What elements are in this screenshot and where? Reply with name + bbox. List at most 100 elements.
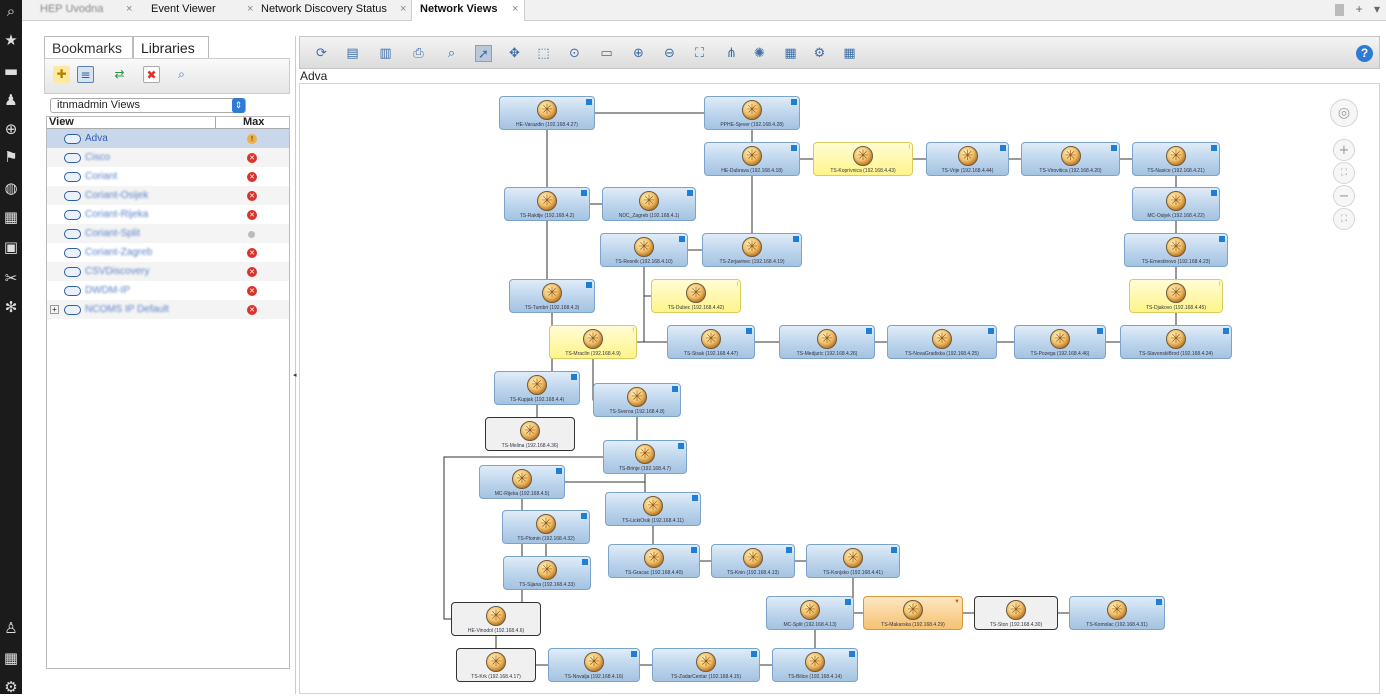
network-device-node[interactable]: TS-Sisak (192.168.4.47) [667, 325, 755, 359]
delete-icon[interactable]: ✖ [143, 66, 160, 83]
network-device-node[interactable]: TS-Nasice (192.168.4.21) [1132, 142, 1220, 176]
copy-view-icon[interactable]: ⇄ [114, 67, 125, 81]
network-device-node[interactable]: PPHE-Sjever (192.168.4.28) [704, 96, 800, 130]
view-list-item[interactable]: Coriant-Zagreb✕ [47, 243, 289, 262]
view-list-item[interactable]: +NCOMS IP Default✕ [47, 300, 289, 319]
pointer-icon[interactable]: ➚ [475, 45, 492, 62]
network-device-node[interactable]: TS-Novalja (192.168.4.16) [548, 648, 640, 682]
col-view[interactable]: View [49, 116, 74, 128]
network-device-node[interactable]: !TS-Djakovo (192.168.4.45) [1129, 279, 1223, 313]
link-line[interactable] [496, 482, 523, 620]
network-device-node[interactable]: TS-Kupjak (192.168.4.4) [494, 371, 580, 405]
add-tab-button[interactable]: + [1355, 2, 1363, 16]
tab-network-discovery-status[interactable]: Network Discovery Status× [253, 0, 411, 21]
print-icon[interactable]: ⎙ [413, 46, 424, 61]
close-icon[interactable]: × [512, 3, 519, 15]
view-selector[interactable]: itnmadmin Views⇕ [50, 98, 246, 113]
col-max[interactable]: Max [243, 116, 265, 128]
network-device-node[interactable]: TS-Komolac (192.168.4.31) [1069, 596, 1165, 630]
view-list-item[interactable]: DWDM-IP✕ [47, 281, 289, 300]
col-divider[interactable] [215, 117, 216, 129]
globe-icon[interactable]: ◍ [4, 179, 18, 197]
network-device-node[interactable]: TS-Krk (192.168.4.17) [456, 648, 536, 682]
move-icon[interactable]: ✥ [509, 46, 520, 61]
network-device-node[interactable]: TS-Sijana (192.168.4.33) [503, 556, 591, 590]
view-list-item[interactable]: Coriant✕ [47, 167, 289, 186]
tab-libraries[interactable]: Libraries [133, 36, 209, 58]
topology-canvas[interactable]: HE-Varazdin (192.168.4.27) PPHE-Sjever (1… [299, 83, 1380, 694]
panel-splitter[interactable]: ◂ [293, 36, 299, 694]
refresh-icon[interactable]: ⟳ [316, 46, 327, 61]
network-device-node[interactable]: TS-Tumbri (192.168.4.3) [509, 279, 595, 313]
tab-hep-uvodna[interactable]: HEP Uvodna× [32, 0, 132, 21]
window-icon[interactable]: ▭ [600, 46, 613, 61]
save-icon[interactable]: ▤ [346, 46, 359, 61]
network-device-node[interactable]: ▼TS-Makarska (192.168.4.29) [863, 596, 963, 630]
network-device-node[interactable]: !TS-Koprivnica (192.168.4.43) [813, 142, 913, 176]
fit-to-view-button[interactable]: ⛶ [1333, 162, 1355, 184]
network-device-node[interactable]: TS-Pozega (192.168.4.46) [1014, 325, 1106, 359]
network-device-node[interactable]: HE-Vinodol (192.168.4.6) [451, 602, 541, 636]
grid-icon[interactable]: ▦ [3, 649, 19, 667]
properties-icon[interactable]: ≡ [77, 66, 94, 83]
save-as-icon[interactable]: ▥ [379, 46, 392, 61]
tab-menu-button[interactable]: ▾ [1373, 2, 1380, 16]
full-screen-button[interactable]: ⛶ [1333, 208, 1355, 230]
tab-event-viewer[interactable]: Event Viewer× [143, 0, 253, 21]
calculator-icon[interactable]: ▦ [3, 208, 19, 226]
fit-icon[interactable]: ⛶ [694, 46, 705, 61]
view-list-item[interactable]: Coriant-Osijek✕ [47, 186, 289, 205]
view-list-item[interactable]: Adva! [47, 129, 289, 148]
new-view-icon[interactable]: ✚ [53, 66, 70, 83]
zoom-box-icon[interactable]: ⬚ [537, 46, 550, 61]
settings-icon[interactable]: ⚙ [813, 46, 826, 61]
expand-icon[interactable]: + [50, 305, 59, 314]
zoom-out-button[interactable]: − [1333, 185, 1355, 207]
network-device-node[interactable]: TS-Knin (192.168.4.13) [711, 544, 795, 578]
tab-bookmarks[interactable]: Bookmarks [44, 36, 133, 58]
network-device-node[interactable]: TS-Zerjavinec (192.168.4.19) [702, 233, 802, 267]
network-device-node[interactable]: MC-Rijeka (192.168.4.5) [479, 465, 565, 499]
hierarchy-icon[interactable]: ⋔ [726, 46, 737, 61]
user-chart-icon[interactable]: ♟ [4, 91, 18, 109]
view-list-item[interactable]: Coriant-Rijeka✕ [47, 205, 289, 224]
folder-icon[interactable]: ▬ [3, 62, 19, 80]
network-device-node[interactable]: !TS-Dubec (192.168.4.42) [651, 279, 741, 313]
search-icon[interactable]: ⌕ [6, 2, 16, 20]
network-device-node[interactable]: TS-ZadarCentar (192.168.4.15) [652, 648, 760, 682]
tab-network-views[interactable]: Network Views× [411, 0, 525, 21]
close-icon[interactable]: × [400, 3, 407, 15]
network-device-node[interactable]: TS-Ernestinovo (192.168.4.23) [1124, 233, 1228, 267]
gear-icon[interactable]: ⚙ [4, 678, 18, 696]
network-device-node[interactable]: TS-Vrije (192.168.4.44) [926, 142, 1009, 176]
layout-icon[interactable]: ✺ [754, 46, 765, 61]
zoom-in-button[interactable]: + [1333, 139, 1355, 161]
network-device-node[interactable]: TS-Brinje (192.168.4.7) [603, 440, 687, 474]
zoom-out-icon[interactable]: ⊖ [664, 46, 675, 61]
flag-icon[interactable]: ⚑ [4, 148, 18, 166]
network-device-node[interactable]: TS-Melina (192.168.4.36) [485, 417, 575, 451]
network-device-node[interactable]: TS-LickiOsik (192.168.4.11) [605, 492, 701, 526]
network-device-node[interactable]: NDC_Zagreb (192.168.4.1) [602, 187, 696, 221]
network-device-node[interactable]: TS-NovaGradiska (192.168.4.25) [887, 325, 997, 359]
network-device-node[interactable]: TS-Ston (192.168.4.30) [974, 596, 1058, 630]
magnify-icon[interactable]: ⊙ [569, 46, 580, 61]
network-device-node[interactable]: HE-Dubrava (192.168.4.18) [704, 142, 800, 176]
network-device-node[interactable]: TS-Gracac (192.168.4.40) [608, 544, 700, 578]
network-device-node[interactable]: TS-SlavonskiBrod (192.168.4.24) [1120, 325, 1232, 359]
network-device-node[interactable]: HE-Varazdin (192.168.4.27) [499, 96, 595, 130]
find-icon[interactable]: ⌕ [178, 67, 185, 81]
view-list-item[interactable]: Coriant-Split [47, 224, 289, 243]
view-list-item[interactable]: CSVDiscovery✕ [47, 262, 289, 281]
snowflake-icon[interactable]: ✻ [4, 298, 18, 316]
compass-icon[interactable]: ⊕ [4, 120, 18, 138]
network-device-node[interactable]: TS-Plomin (192.168.4.32) [502, 510, 590, 544]
network-device-node[interactable]: TS-Virovitica (192.168.4.20) [1021, 142, 1120, 176]
tools-icon[interactable]: ✂ [4, 269, 18, 287]
search-icon[interactable]: ⌕ [447, 46, 456, 61]
network-device-node[interactable]: TS-Sveroa (192.168.4.8) [593, 383, 681, 417]
link-line[interactable] [443, 456, 603, 620]
close-icon[interactable]: × [247, 3, 254, 15]
collapse-arrow-icon[interactable]: ◂ [293, 372, 297, 379]
network-device-node[interactable]: TS-Bilice (192.168.4.14) [772, 648, 858, 682]
